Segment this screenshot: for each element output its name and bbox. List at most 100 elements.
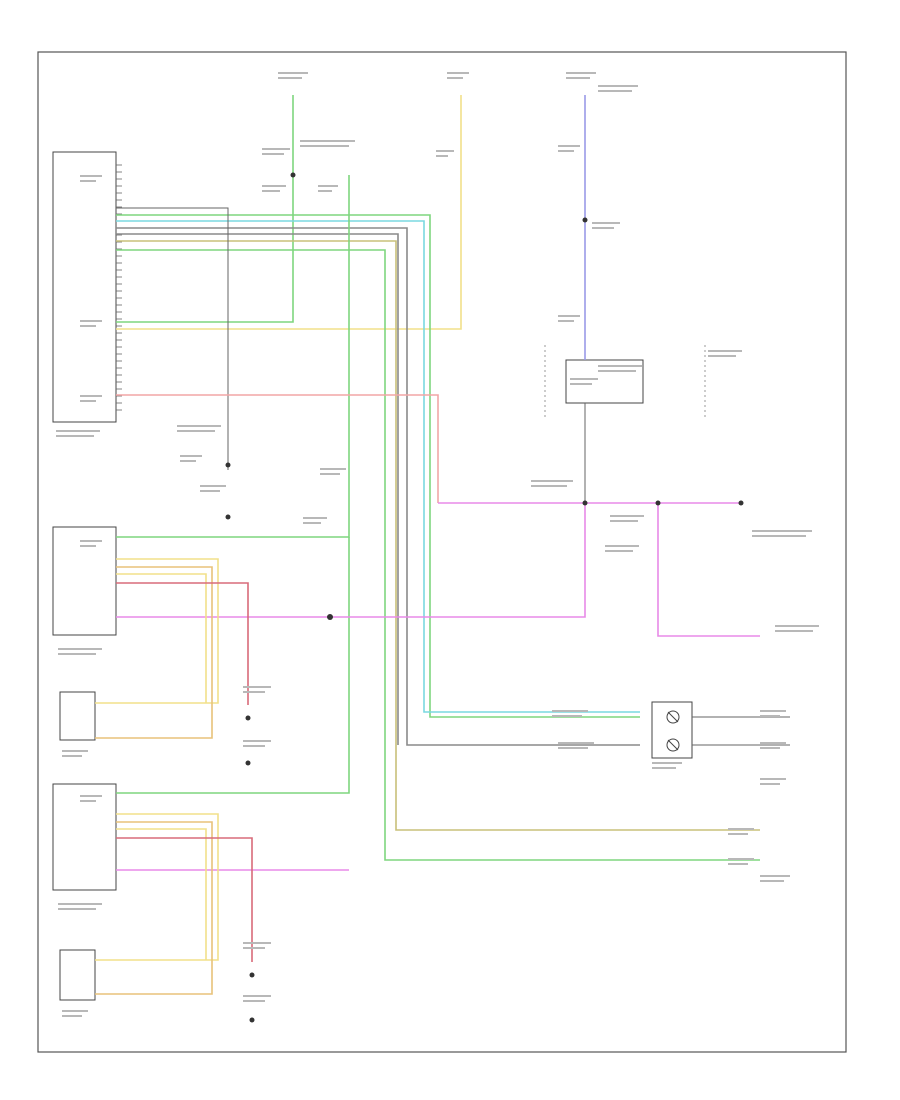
left-motor-module xyxy=(52,526,117,636)
wire-right-motor-yellow-1 xyxy=(95,813,219,961)
wire-pcm-bracket xyxy=(116,207,229,470)
illegible-print-mark xyxy=(436,150,454,152)
illegible-print-mark xyxy=(728,833,748,835)
wire-left-motor-red xyxy=(116,582,249,705)
illegible-print-mark xyxy=(58,908,96,910)
wire-left-motor-tan-1 xyxy=(95,566,213,739)
illegible-print-mark xyxy=(80,800,96,802)
illegible-print-mark xyxy=(243,686,271,688)
illegible-print-mark xyxy=(278,77,302,79)
illegible-print-mark xyxy=(728,863,748,865)
wire-green-right-motor xyxy=(116,537,350,794)
wire-pcm-green-1 xyxy=(116,214,640,718)
illegible-print-mark xyxy=(62,1015,82,1017)
wire-pcm-pink xyxy=(116,394,439,503)
wire-pcm-cyan xyxy=(116,220,640,713)
illegible-print-mark xyxy=(177,425,221,427)
illegible-print-mark xyxy=(320,468,346,470)
illegible-print-mark xyxy=(760,742,786,744)
wire-pcm-olive xyxy=(116,240,760,831)
illegible-print-mark xyxy=(708,350,742,352)
illegible-print-mark xyxy=(243,1000,265,1002)
illegible-print-mark xyxy=(558,315,580,317)
illegible-print-mark xyxy=(566,72,596,74)
illegible-print-mark xyxy=(598,370,636,372)
relay-housing-marks xyxy=(544,345,706,418)
illegible-print-mark xyxy=(558,742,594,744)
illegible-print-mark xyxy=(80,320,102,322)
illegible-print-marks xyxy=(56,72,819,1017)
illegible-print-mark xyxy=(62,750,88,752)
component-blocks xyxy=(52,151,693,1001)
illegible-print-mark xyxy=(177,430,215,432)
illegible-print-mark xyxy=(760,747,780,749)
illegible-print-mark xyxy=(728,828,754,830)
illegible-print-mark xyxy=(278,72,308,74)
illegible-print-mark xyxy=(80,175,102,177)
wire-top-left-green xyxy=(116,95,294,323)
illegible-print-mark xyxy=(58,648,102,650)
illegible-print-mark xyxy=(243,691,265,693)
illegible-print-mark xyxy=(80,795,102,797)
illegible-print-mark xyxy=(300,140,355,142)
illegible-print-mark xyxy=(752,535,806,537)
wire-magenta-left-motor xyxy=(116,503,586,618)
illegible-print-mark xyxy=(80,180,96,182)
illegible-print-mark xyxy=(760,710,786,712)
illegible-print-mark xyxy=(80,540,102,542)
illegible-print-mark xyxy=(262,153,284,155)
wire-right-motor-red xyxy=(116,837,253,962)
illegible-print-mark xyxy=(598,85,638,87)
clutch-coils xyxy=(666,710,680,752)
wire-green-left-motor xyxy=(116,175,350,538)
illegible-print-mark xyxy=(80,400,96,402)
illegible-print-mark xyxy=(610,520,638,522)
illegible-print-mark xyxy=(566,77,590,79)
right-sensor xyxy=(59,949,96,1001)
illegible-print-mark xyxy=(570,383,592,385)
left-sensor xyxy=(59,691,96,741)
illegible-print-mark xyxy=(303,517,327,519)
illegible-print-mark xyxy=(728,858,754,860)
illegible-print-mark xyxy=(558,320,574,322)
relay-box xyxy=(565,359,644,404)
pcm-module xyxy=(52,151,117,423)
illegible-print-mark xyxy=(760,875,790,877)
illegible-print-mark xyxy=(200,485,226,487)
illegible-print-mark xyxy=(752,530,812,532)
illegible-print-mark xyxy=(56,430,100,432)
clutch-block xyxy=(651,701,693,759)
illegible-print-mark xyxy=(58,653,96,655)
wire-left-motor-yellow-1 xyxy=(95,558,219,704)
illegible-print-mark xyxy=(200,490,220,492)
wire-left-motor-yellow-2 xyxy=(116,573,207,703)
illegible-print-mark xyxy=(775,630,813,632)
illegible-print-mark xyxy=(610,515,644,517)
illegible-print-mark xyxy=(447,72,469,74)
illegible-print-mark xyxy=(62,755,82,757)
illegible-print-mark xyxy=(62,1010,88,1012)
illegible-print-mark xyxy=(558,145,580,147)
illegible-print-mark xyxy=(598,90,632,92)
wire-magenta-down xyxy=(657,503,760,637)
illegible-print-mark xyxy=(760,783,780,785)
wire-pcm-gray xyxy=(116,227,640,746)
illegible-print-mark xyxy=(80,545,96,547)
wire-pcm-green-2 xyxy=(116,249,760,861)
illegible-print-mark xyxy=(243,947,265,949)
illegible-print-mark xyxy=(300,145,349,147)
illegible-print-mark xyxy=(262,148,290,150)
illegible-print-mark xyxy=(318,185,338,187)
illegible-print-mark xyxy=(303,522,321,524)
illegible-print-mark xyxy=(180,460,196,462)
right-motor-module xyxy=(52,783,117,891)
illegible-print-mark xyxy=(243,740,271,742)
illegible-print-mark xyxy=(447,77,463,79)
illegible-print-mark xyxy=(58,903,102,905)
illegible-print-mark xyxy=(320,473,340,475)
illegible-print-mark xyxy=(318,190,332,192)
illegible-print-mark xyxy=(570,378,598,380)
illegible-print-mark xyxy=(531,485,567,487)
illegible-print-mark xyxy=(708,355,736,357)
illegible-print-mark xyxy=(243,942,271,944)
